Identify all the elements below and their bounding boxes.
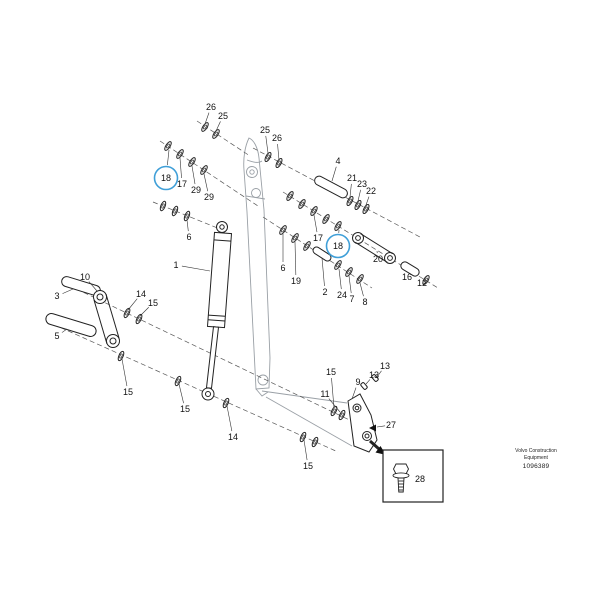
callout-26: 26 <box>272 133 282 143</box>
callout-15: 15 <box>326 367 336 377</box>
callout-15: 15 <box>123 387 133 397</box>
washer-parts <box>117 122 430 448</box>
callout-4: 4 <box>335 156 340 166</box>
assembly-axes <box>45 120 439 453</box>
callout-23: 23 <box>357 179 367 189</box>
callout-29: 29 <box>191 185 201 195</box>
callout-6: 6 <box>280 263 285 273</box>
highlight-circle <box>153 165 179 191</box>
publisher-name-line1: Volvo Construction <box>515 448 557 454</box>
callout-13: 13 <box>380 361 390 371</box>
callout-9: 9 <box>355 377 360 387</box>
callout-27: 27 <box>386 420 396 430</box>
callout-21: 21 <box>347 173 357 183</box>
callout-12: 12 <box>417 278 427 288</box>
pin-parts <box>45 175 420 337</box>
callout-15: 15 <box>180 404 190 414</box>
callout-2: 2 <box>322 287 327 297</box>
document-number: 1096389 <box>522 463 550 470</box>
callout-24: 24 <box>337 290 347 300</box>
callout-22: 22 <box>366 186 376 196</box>
callout-29: 29 <box>204 192 214 202</box>
callout-7: 7 <box>349 294 354 304</box>
callout-10: 10 <box>80 272 90 282</box>
detail-pointer-arrowhead <box>369 424 376 432</box>
callout-highlighted-18: 18 <box>333 241 343 251</box>
callout-25: 25 <box>218 111 228 121</box>
callout-28: 28 <box>415 474 425 484</box>
highlight-circle <box>325 233 351 259</box>
callout-highlighted-18: 18 <box>161 173 171 183</box>
callout-26: 26 <box>206 102 216 112</box>
link-bracket <box>347 374 379 453</box>
callout-3: 3 <box>54 291 59 301</box>
idler-link <box>93 290 120 348</box>
detail-box <box>369 424 444 503</box>
callout-5: 5 <box>54 331 59 341</box>
callout-15: 15 <box>303 461 313 471</box>
callout-25: 25 <box>260 125 270 135</box>
callout-20: 20 <box>373 254 383 264</box>
callout-14: 14 <box>228 432 238 442</box>
callout-6: 6 <box>186 232 191 242</box>
callout-1: 1 <box>173 260 178 270</box>
callout-13: 13 <box>369 370 379 380</box>
connecting-link <box>352 232 396 264</box>
main-parts <box>93 221 396 453</box>
callout-17: 17 <box>177 179 187 189</box>
callout-17: 17 <box>313 233 323 243</box>
callout-11: 11 <box>320 389 329 399</box>
hydraulic-cylinder <box>201 221 233 401</box>
callout-14: 14 <box>136 289 146 299</box>
callout-19: 19 <box>291 276 301 286</box>
flange-bolt-icon <box>392 463 410 493</box>
callout-16: 16 <box>402 272 412 282</box>
publisher-block: Volvo Construction Equipment 1096389 <box>504 448 568 470</box>
callout-15: 15 <box>148 298 158 308</box>
publisher-name-line2: Equipment <box>524 454 548 461</box>
callout-8: 8 <box>362 297 367 307</box>
